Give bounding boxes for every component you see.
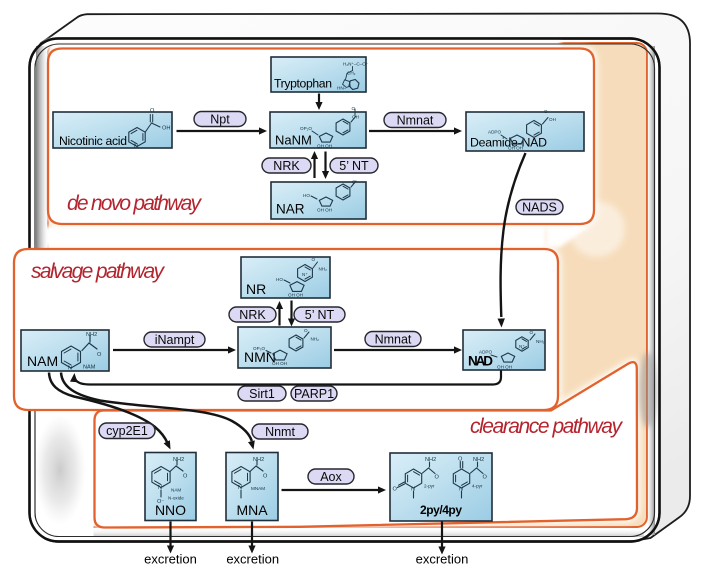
svg-text:Nmnat: Nmnat [397, 114, 434, 128]
svg-text:OH OH: OH OH [508, 146, 523, 151]
svg-text:OH: OH [162, 126, 170, 132]
svg-text:O: O [393, 487, 398, 493]
svg-text:OH OH: OH OH [497, 365, 512, 370]
svg-text:OH OH: OH OH [288, 293, 303, 298]
svg-text:NADS: NADS [522, 201, 557, 215]
svg-text:excretion: excretion [226, 552, 279, 567]
svg-text:NH₂: NH₂ [311, 337, 320, 342]
svg-text:NMN: NMN [244, 349, 276, 365]
svg-text:O: O [263, 474, 268, 480]
svg-text:NH2: NH2 [173, 457, 184, 463]
svg-text:HO: HO [276, 277, 283, 282]
svg-text:N: N [134, 144, 138, 150]
svg-text:cyp2E1: cyp2E1 [106, 424, 148, 438]
svg-text:MNAM: MNAM [251, 486, 265, 491]
svg-text:O: O [312, 257, 316, 262]
svg-text:2py/4py: 2py/4py [420, 503, 462, 517]
svg-text:OH: OH [352, 115, 359, 120]
svg-text:NNO: NNO [155, 502, 186, 518]
svg-text:N: N [459, 487, 463, 493]
svg-text:OH OH: OH OH [317, 144, 332, 149]
svg-text:NAM: NAM [27, 353, 58, 369]
svg-text:O: O [544, 109, 548, 114]
svg-text:5’ NT: 5’ NT [339, 159, 369, 173]
svg-text:HO: HO [303, 193, 310, 198]
svg-text:PARP1: PARP1 [294, 387, 334, 401]
svg-text:Npt: Npt [210, 113, 230, 127]
svg-text:NaNM: NaNM [275, 133, 312, 148]
svg-text:CH₂: CH₂ [347, 71, 356, 76]
svg-text:NAM: NAM [171, 488, 181, 493]
svg-text:4-pyr: 4-pyr [472, 484, 483, 489]
svg-text:NAM: NAM [83, 365, 96, 371]
svg-text:O⁻: O⁻ [157, 499, 164, 505]
svg-text:de novo pathway: de novo pathway [67, 192, 203, 215]
svg-text:O: O [530, 330, 534, 335]
svg-text:HN–: HN– [337, 86, 347, 91]
svg-text:NAR: NAR [276, 202, 305, 217]
svg-text:NH2: NH2 [473, 457, 484, 463]
svg-text:NH2: NH2 [86, 332, 97, 338]
svg-text:Nnmt: Nnmt [265, 425, 295, 439]
svg-text:Nicotinic acid: Nicotinic acid [59, 134, 127, 148]
svg-text:Nmnat: Nmnat [375, 333, 412, 347]
svg-text:N: N [411, 487, 415, 493]
svg-text:N-oxide: N-oxide [168, 496, 184, 501]
svg-text:NR: NR [246, 281, 266, 297]
svg-text:O: O [458, 457, 463, 463]
svg-text:O: O [352, 106, 356, 111]
svg-text:NH₂: NH₂ [536, 339, 545, 344]
svg-text:ADPO: ADPO [479, 350, 492, 355]
svg-text:N⁺: N⁺ [302, 272, 308, 277]
svg-text:Aox: Aox [320, 470, 342, 484]
svg-text:N: N [238, 485, 242, 491]
svg-text:O: O [435, 475, 440, 481]
svg-text:OH OH: OH OH [317, 208, 332, 213]
svg-text:Sirt1: Sirt1 [249, 387, 275, 401]
svg-text:excretion: excretion [144, 552, 197, 567]
svg-text:O: O [304, 328, 308, 333]
svg-text:OP₂O: OP₂O [300, 126, 312, 131]
svg-text:ADPO: ADPO [488, 130, 501, 135]
svg-text:O: O [183, 474, 188, 480]
svg-text:O: O [150, 108, 155, 114]
svg-text:NRK: NRK [273, 159, 300, 173]
svg-text:O: O [352, 180, 356, 185]
svg-text:salvage pathway: salvage pathway [31, 260, 166, 283]
svg-text:NH2: NH2 [425, 457, 436, 463]
svg-text:OH OH: OH OH [272, 361, 287, 366]
svg-text:Deamide-NAD: Deamide-NAD [470, 136, 547, 150]
svg-text:N⁺: N⁺ [158, 484, 165, 491]
svg-text:MNA: MNA [236, 502, 268, 518]
svg-text:2-pyr: 2-pyr [424, 484, 435, 489]
svg-text:clearance pathway: clearance pathway [470, 415, 624, 438]
svg-text:NAD: NAD [468, 354, 493, 369]
svg-text:OP₃O: OP₃O [253, 346, 266, 351]
svg-text:NRK: NRK [239, 308, 266, 322]
svg-text:iNampt: iNampt [155, 333, 195, 347]
svg-text:O: O [483, 475, 488, 481]
svg-text:H₂N⁺–C–O⁻: H₂N⁺–C–O⁻ [343, 62, 369, 67]
svg-text:Tryptophan: Tryptophan [274, 77, 332, 91]
svg-text:NH2: NH2 [253, 457, 264, 463]
svg-text:5’ NT: 5’ NT [305, 308, 335, 322]
svg-text:excretion: excretion [416, 552, 469, 567]
svg-text:N⁺: N⁺ [519, 344, 525, 349]
svg-text:OH: OH [549, 117, 556, 122]
svg-text:N: N [68, 366, 72, 372]
svg-text:NH₂: NH₂ [319, 267, 328, 272]
svg-text:O: O [97, 352, 102, 358]
